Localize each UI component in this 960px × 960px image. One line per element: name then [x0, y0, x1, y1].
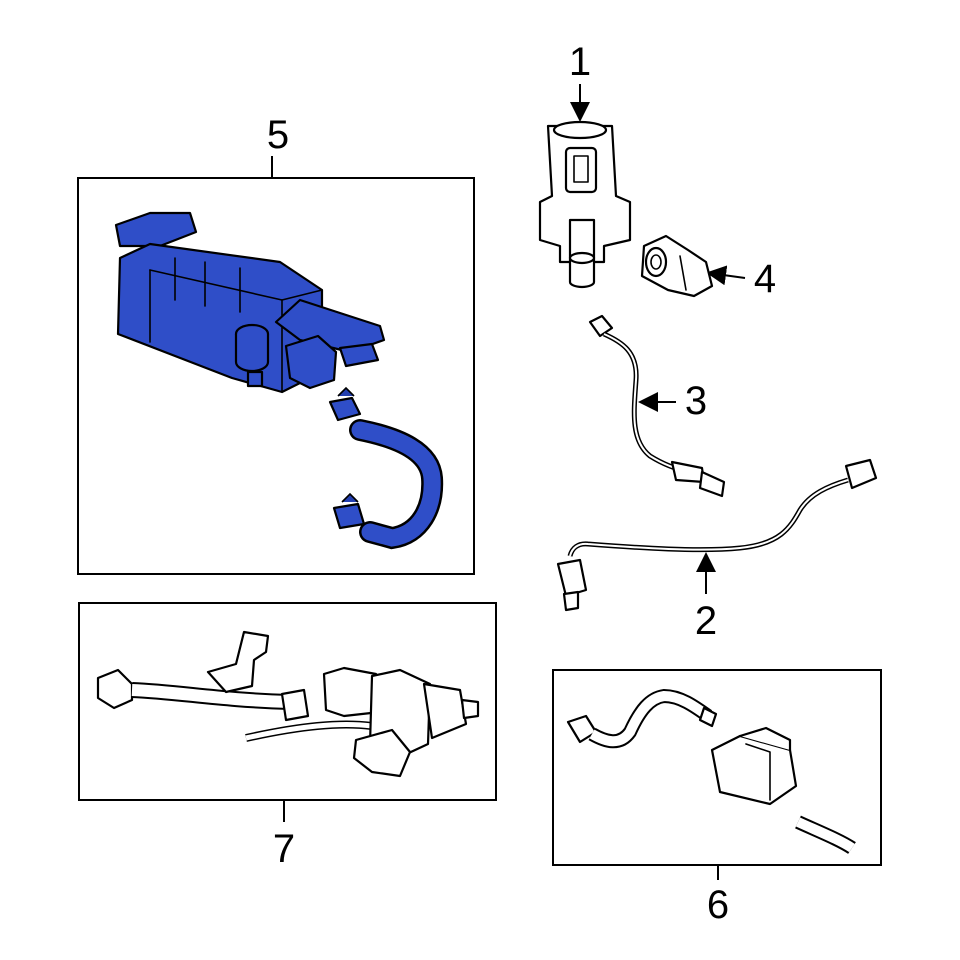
part-frame-5: [77, 177, 475, 575]
callout-number-4: 4: [754, 257, 776, 301]
oxygen-sensor-lower: [556, 458, 878, 612]
vent-hose: [349, 419, 444, 550]
callout-7-group[interactable]: 7: [78, 602, 497, 871]
callout-number-7: 7: [273, 827, 295, 871]
vacuum-switching-valve: [538, 120, 632, 289]
oxygen-sensor-upper: [588, 314, 726, 498]
hose-clamp-upper: [328, 386, 362, 422]
callout-5-group[interactable]: 5: [77, 113, 475, 575]
vent-tube: [795, 815, 856, 854]
callout-1-group[interactable]: 1: [538, 40, 632, 289]
callout-number-6: 6: [707, 883, 729, 927]
valve-assembly: [96, 630, 480, 778]
callout-number-3: 3: [685, 379, 707, 423]
callout-3-group[interactable]: 3: [588, 314, 726, 498]
callout-arrow-4: [706, 265, 746, 286]
vacuum-hose-assembly: [566, 688, 718, 749]
callout-number-5: 5: [267, 113, 289, 157]
hose-clamp-lower: [332, 492, 366, 530]
part-frame-7: [78, 602, 497, 801]
charcoal-canister: [114, 211, 386, 394]
callout-2-group[interactable]: 2: [556, 458, 878, 643]
callout-number-1: 1: [569, 40, 591, 84]
callout-number-2: 2: [695, 599, 717, 643]
vacuum-switch: [710, 726, 798, 806]
callout-6-group[interactable]: 6: [552, 669, 882, 927]
knock-sensor: [640, 234, 714, 298]
callout-4-group[interactable]: 4: [640, 234, 776, 301]
